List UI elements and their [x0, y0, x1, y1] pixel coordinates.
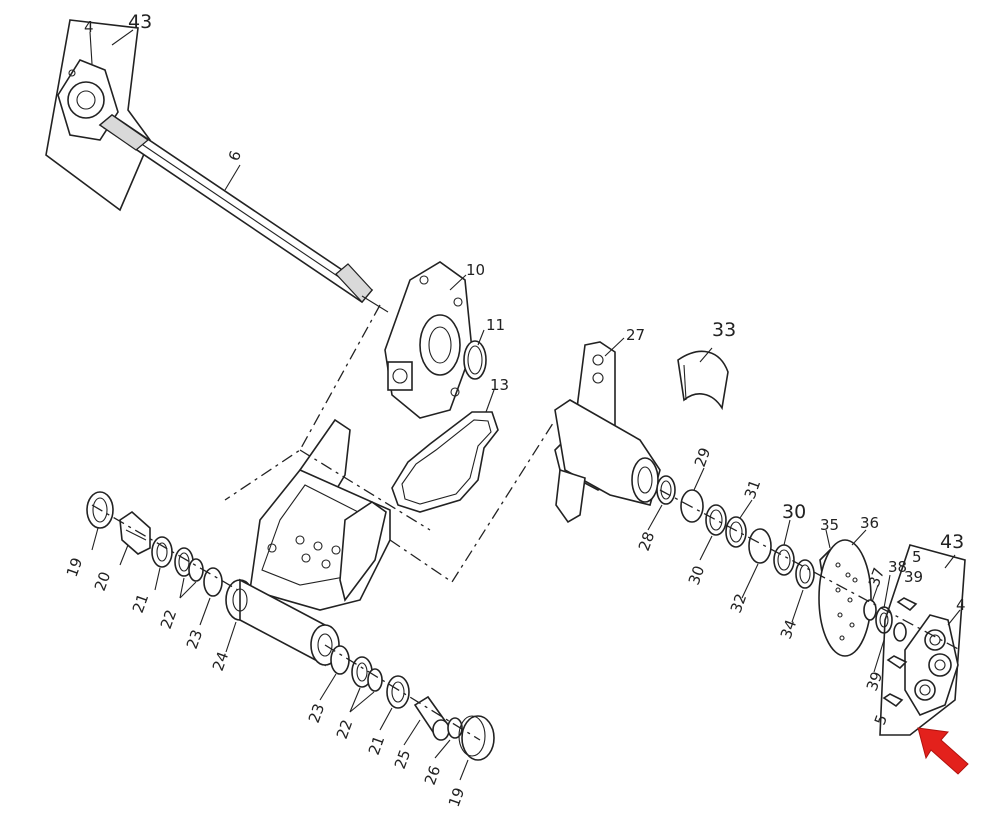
part-34-ring — [795, 559, 815, 589]
part-19-cap-bottom — [458, 715, 495, 761]
part-32-bushing — [748, 528, 772, 564]
label-34: 34 — [777, 617, 800, 641]
part-28-ring — [656, 475, 676, 505]
leader-lines — [89, 29, 961, 781]
label-5-top: 5 — [912, 548, 922, 566]
label-31: 31 — [741, 477, 764, 501]
part-35-36-plates — [818, 539, 872, 657]
label-19-bottom: 19 — [445, 785, 468, 809]
label-30-b: 30 — [782, 501, 806, 523]
part-4-flange-top — [57, 59, 119, 141]
label-21-bottom: 21 — [365, 733, 388, 757]
part-31-ring — [725, 516, 747, 548]
part-6-shaft — [98, 114, 389, 313]
label-10: 10 — [466, 261, 485, 279]
label-43-top: 43 — [128, 11, 152, 33]
part-11-o-ring — [463, 340, 487, 380]
part-33-cover — [677, 350, 729, 411]
part-22-ring-bottom-b — [367, 668, 383, 692]
part-23-bushing-left — [203, 567, 223, 597]
label-4-right: 4 — [956, 596, 966, 614]
label-43-right: 43 — [940, 531, 964, 553]
callout-labels: 43 4 6 10 11 13 19 20 21 22 23 24 23 22 … — [63, 11, 966, 809]
inset-43-bottom-right — [879, 544, 966, 736]
label-22-bottom: 22 — [333, 717, 356, 741]
part-30-washer-a — [705, 504, 727, 536]
part-frame-bracket — [249, 418, 391, 611]
assembly-centerlines — [91, 304, 961, 741]
part-4-valve-block — [904, 614, 959, 716]
label-6: 6 — [225, 148, 245, 163]
label-4-top: 4 — [84, 18, 94, 36]
right-rings-series — [656, 475, 815, 589]
label-13: 13 — [490, 376, 509, 394]
label-27: 27 — [626, 326, 645, 344]
part-10-pump-housing — [384, 261, 473, 419]
label-38: 38 — [888, 558, 907, 576]
label-35: 35 — [820, 516, 839, 534]
label-19-left: 19 — [63, 555, 86, 579]
label-32: 32 — [727, 591, 750, 615]
part-5-bolts — [882, 597, 918, 708]
label-39-bottom: 39 — [863, 669, 886, 693]
part-24-axle-sleeve — [225, 578, 340, 667]
part-27-lever-housing — [554, 341, 661, 524]
label-36: 36 — [860, 514, 879, 532]
label-11: 11 — [486, 316, 505, 334]
label-37: 37 — [865, 565, 888, 589]
label-25: 25 — [391, 747, 414, 771]
label-24: 24 — [209, 649, 232, 673]
label-30-a: 30 — [685, 563, 708, 587]
label-39-top: 39 — [904, 568, 923, 586]
label-21-left: 21 — [129, 591, 152, 615]
label-28: 28 — [635, 529, 658, 553]
red-pointer-arrow-icon — [917, 727, 969, 775]
label-20: 20 — [91, 569, 114, 593]
part-36-disc — [818, 539, 872, 657]
part-21-washer-bottom — [386, 675, 410, 709]
label-26: 26 — [421, 763, 444, 787]
inset-43-top-left — [45, 19, 151, 212]
part-20-bolt — [119, 510, 151, 555]
label-22-left: 22 — [157, 607, 180, 631]
label-23-bottom: 23 — [305, 701, 328, 725]
part-22-ring-left-b — [188, 558, 204, 582]
part-25-spacer — [413, 695, 450, 741]
part-13-gasket — [391, 411, 499, 513]
label-33: 33 — [712, 319, 736, 341]
label-29: 29 — [691, 445, 714, 469]
label-23-left: 23 — [183, 627, 206, 651]
bottom-washers-series — [330, 645, 495, 761]
part-21-washer-left — [151, 536, 173, 568]
left-washers-series — [86, 491, 223, 597]
part-29-bushing — [680, 489, 704, 523]
part-26-ring — [447, 717, 463, 739]
